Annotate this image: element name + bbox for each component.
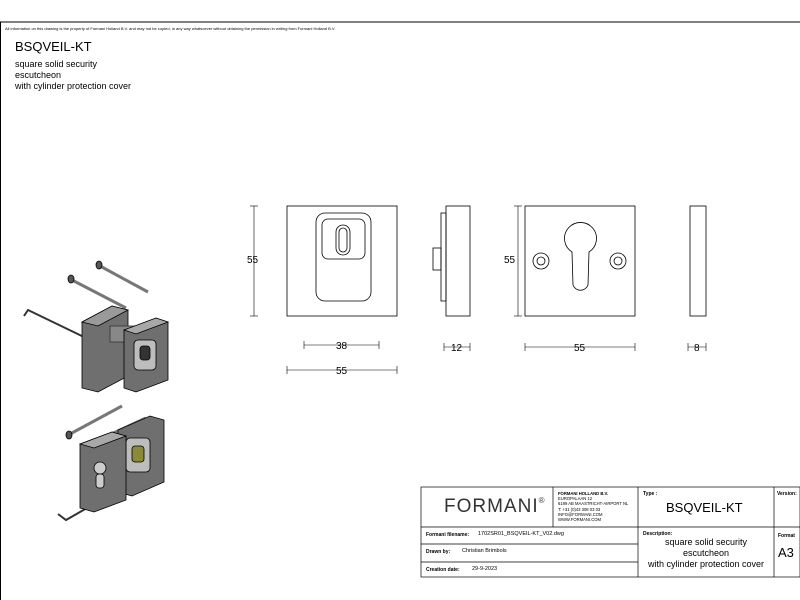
- front-inner-width-dimension: [303, 341, 380, 349]
- format-label: Format: [778, 533, 795, 539]
- title-block: [420, 486, 800, 578]
- disclaimer-text: All information on this drawing is the p…: [5, 26, 336, 31]
- description-line-3: with cylinder protection cover: [15, 81, 132, 91]
- front-view: [286, 205, 398, 317]
- front-height-label: 55: [247, 255, 259, 266]
- description-line-2: escutcheon: [15, 70, 62, 80]
- side-depth-dimension: [443, 343, 471, 351]
- front-width-label: 55: [336, 366, 348, 377]
- side-depth-label: 12: [451, 343, 463, 354]
- cover-depth-dimension: [687, 343, 707, 351]
- back-height-dimension: [514, 205, 522, 317]
- exploded-view-bottom: [57, 404, 165, 522]
- drawing-title: BSQVEIL-KT: [15, 39, 92, 54]
- description-line-1: square solid security: [15, 59, 98, 69]
- description-label: Description:: [643, 531, 673, 537]
- formani-logo: FORMANI®: [444, 496, 546, 517]
- description-value: square solid security escutcheon with cy…: [647, 537, 765, 569]
- format-value: A3: [778, 545, 794, 560]
- back-view: [524, 205, 636, 317]
- drawn-by-label: Drawn by:: [426, 549, 451, 555]
- creation-date-label: Creation date:: [426, 567, 460, 573]
- back-width-label: 55: [574, 343, 586, 354]
- version-label: Version:: [777, 491, 797, 497]
- filename-label: Formani filename:: [426, 532, 470, 538]
- filename-value: 1702SR01_BSQVEIL-KT_V02.dwg: [478, 531, 564, 537]
- exploded-view-top: [23, 260, 170, 393]
- drawn-by-value: Christian Brimbols: [462, 548, 507, 554]
- back-width-dimension: [524, 343, 636, 351]
- type-value: BSQVEIL-KT: [666, 500, 743, 515]
- front-height-dimension: [250, 205, 258, 317]
- company-address: FORMANI HOLLAND B.V. EUROPALAAN 12 6199 …: [558, 491, 629, 523]
- side-view: [432, 205, 471, 317]
- creation-date-value: 29-9-2023: [472, 566, 498, 572]
- cover-depth-label: 8: [694, 343, 700, 354]
- type-label: Type :: [643, 491, 658, 497]
- front-inner-width-label: 38: [336, 341, 348, 352]
- back-height-label: 55: [504, 255, 516, 266]
- cover-side-view: [689, 205, 707, 317]
- front-width-dimension: [286, 366, 398, 374]
